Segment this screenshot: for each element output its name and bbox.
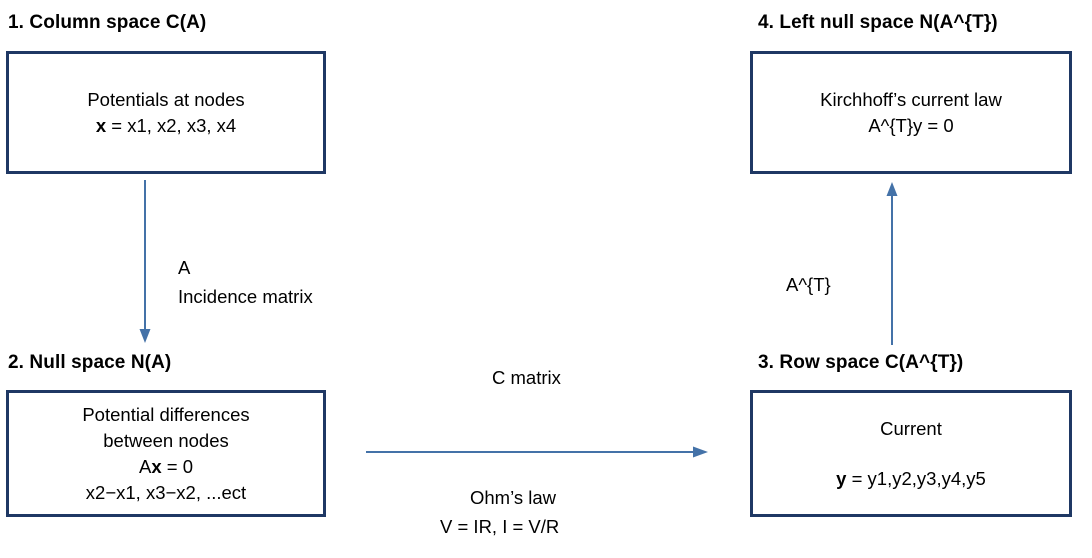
box-row-space-line-1: Current [880, 417, 942, 439]
heading-null-space: 2. Null space N(A) [8, 352, 172, 373]
heading-row-space: 3. Row space C(A^{T}) [758, 352, 964, 373]
box-null-space: Potential differences between nodes Ax =… [6, 390, 326, 517]
box-left-null-space-line-2: A^{T}y = 0 [868, 114, 954, 136]
label-ohms-law: Ohm’s law [470, 487, 557, 508]
label-incidence-matrix: Incidence matrix [178, 286, 313, 307]
heading-left-null-space: 4. Left null space N(A^{T}) [758, 12, 998, 33]
heading-column-space: 1. Column space C(A) [8, 12, 207, 33]
box-row-space: Current y = y1,y2,y3,y4,y5 [750, 390, 1072, 517]
vector-x-symbol-2: x [151, 455, 162, 477]
box-column-space-line-1: Potentials at nodes [87, 88, 245, 110]
vector-y-symbol: y [836, 467, 847, 489]
arrow-incidence-down [139, 180, 151, 343]
box-null-space-line-4: x2−x1, x3−x2, ...ect [85, 481, 247, 503]
box-null-space-line-2: between nodes [103, 429, 229, 451]
box-null-space-line-3: Ax = 0 [138, 455, 193, 477]
label-transpose: A^{T} [786, 274, 831, 295]
box-left-null-space: Kirchhoff’s current law A^{T}y = 0 [750, 51, 1072, 174]
box-column-space: Potentials at nodes x = x1, x2, x3, x4 [6, 51, 326, 174]
arrow-transpose-up [886, 182, 898, 345]
arrow-c-matrix-right [366, 446, 708, 458]
box-row-space-line-2: y = y1,y2,y3,y4,y5 [836, 467, 986, 489]
vector-x-symbol: x [95, 114, 107, 136]
box-column-space-line-2: x = x1, x2, x3, x4 [96, 113, 236, 139]
box-column-space-line-2-rest: = x1, x2, x3, x4 [106, 114, 237, 136]
label-ohms-formula: V = IR, I = V/R [440, 516, 560, 537]
box-null-space-line-1: Potential differences [82, 403, 250, 425]
label-c-matrix: C matrix [492, 367, 561, 388]
label-incidence-a: A [178, 257, 191, 278]
box-left-null-space-line-1: Kirchhoff’s current law [820, 88, 1002, 110]
